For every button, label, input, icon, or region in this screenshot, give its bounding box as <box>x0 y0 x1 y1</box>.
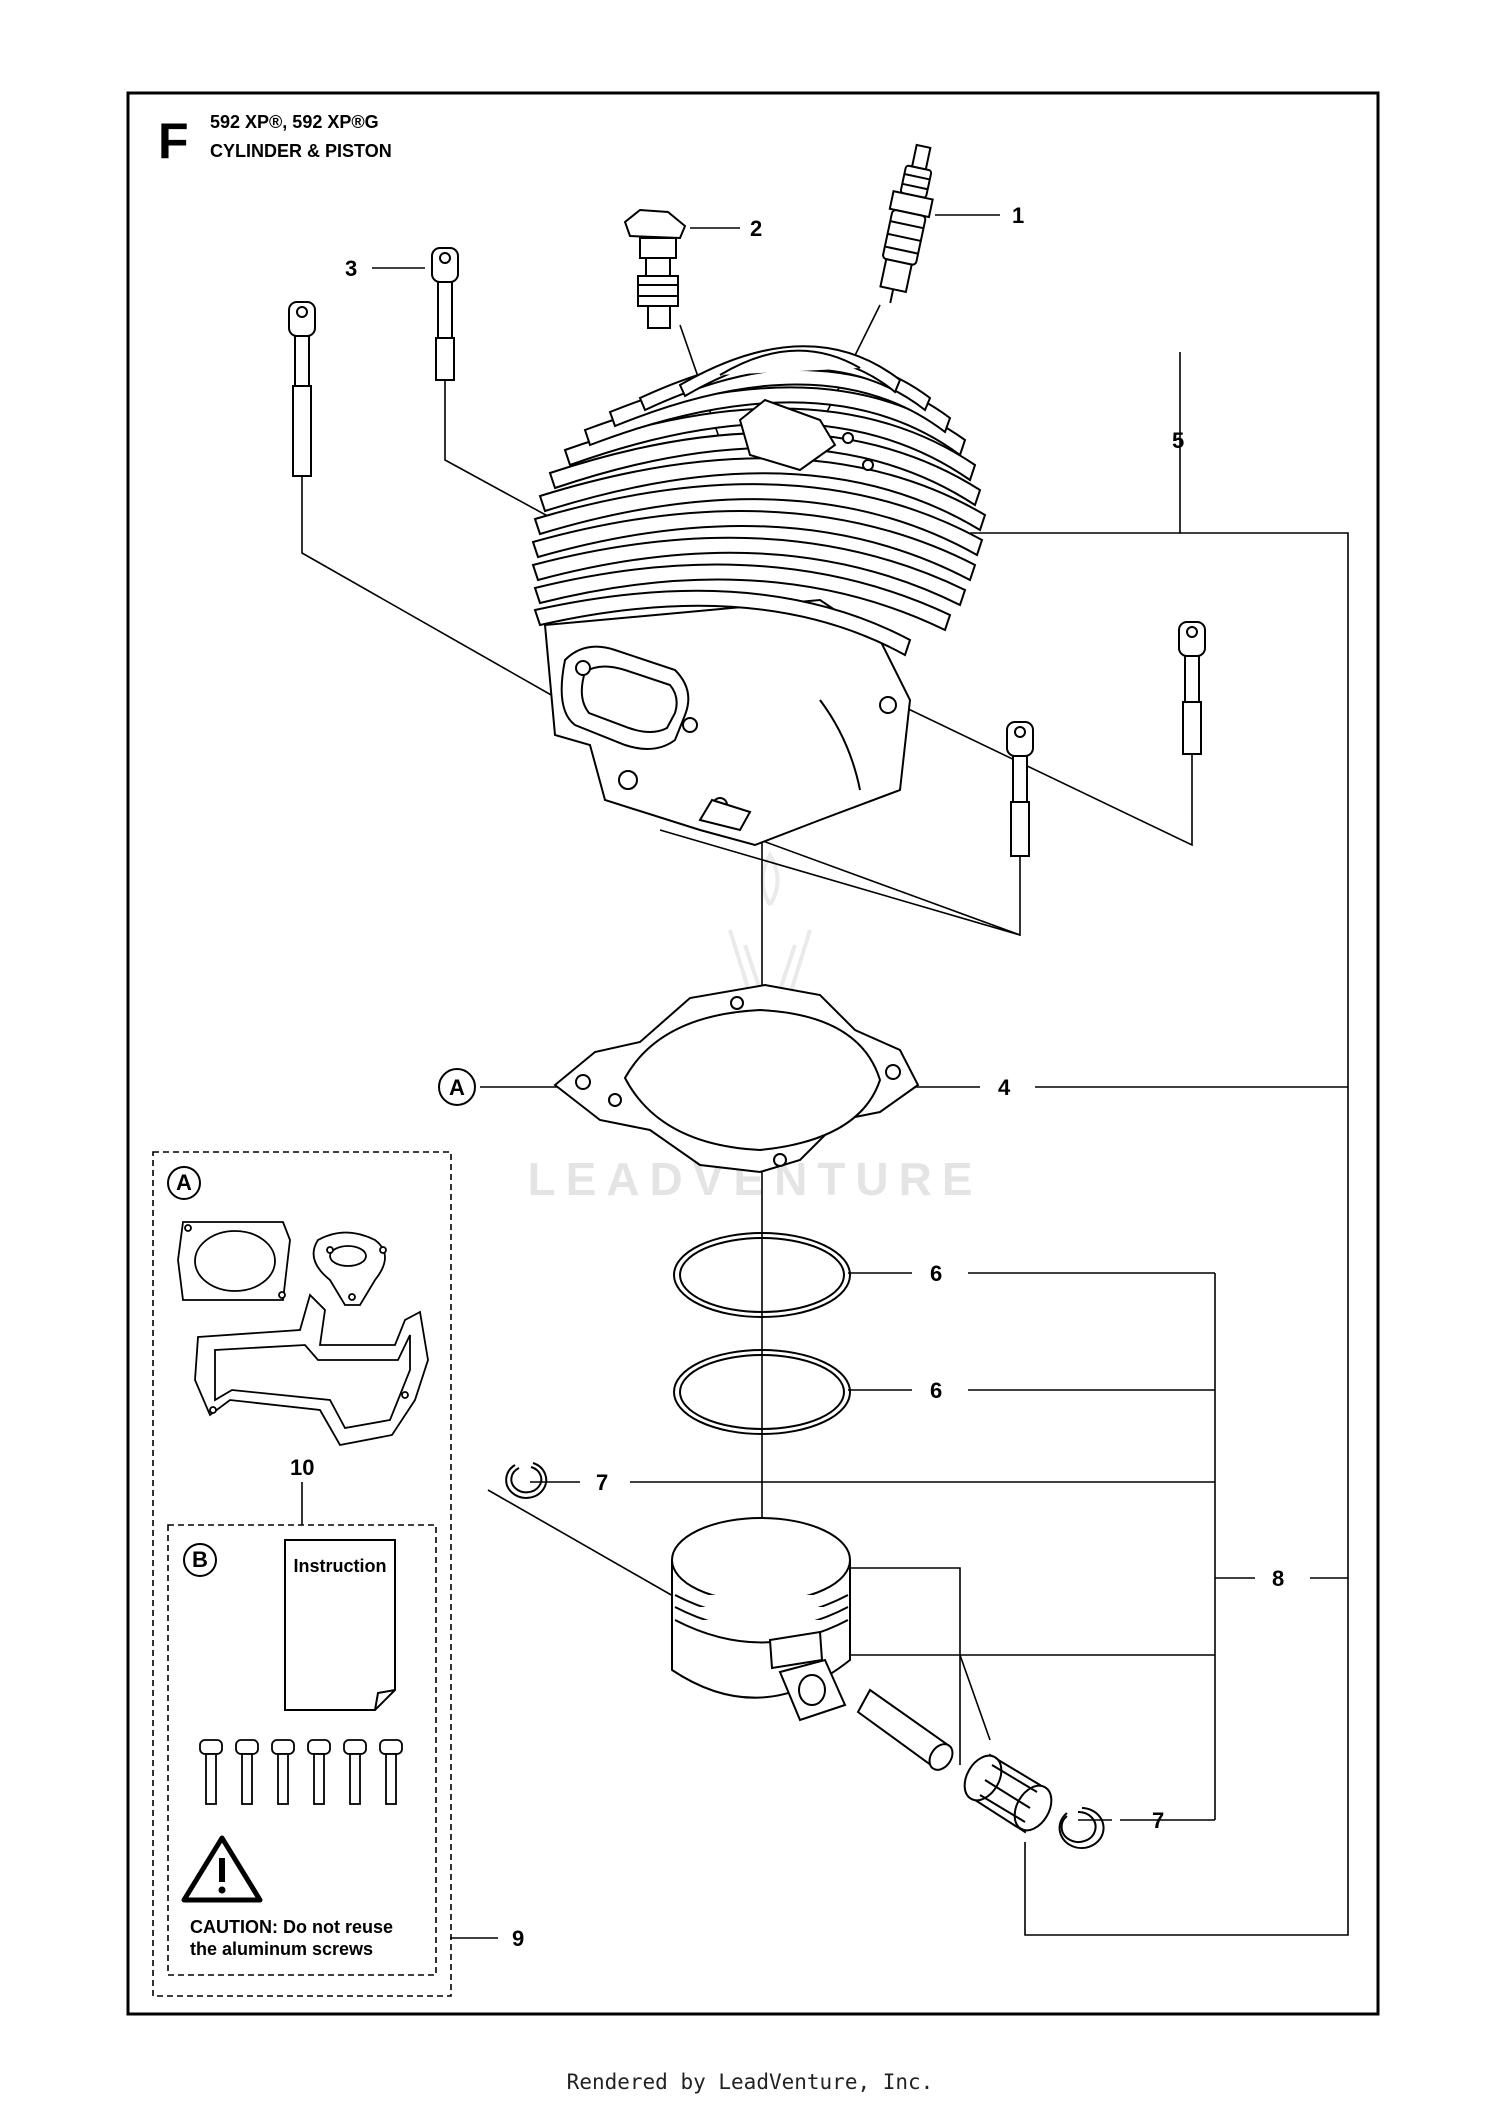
callout-9: 9 <box>512 1926 524 1951</box>
callout-7-left: 7 <box>596 1470 608 1495</box>
needle-bearing <box>963 1753 1053 1834</box>
caution-line-1: CAUTION: Do not reuse <box>190 1917 393 1937</box>
kit-a-gaskets <box>177 1221 429 1447</box>
piston-pin <box>856 1688 954 1771</box>
callout-6-bottom: 6 <box>930 1378 942 1403</box>
callout-7-right: 7 <box>1152 1808 1164 1833</box>
kit-a-marker-letter: A <box>449 1075 465 1100</box>
piston-rings <box>673 1232 851 1435</box>
cylinder-gasket <box>553 983 920 1174</box>
kit-a-letter: A <box>176 1170 192 1195</box>
callout-10: 10 <box>290 1455 314 1480</box>
callout-5: 5 <box>1172 428 1184 453</box>
decompression-valve <box>623 208 687 329</box>
aluminum-screws <box>199 1739 403 1805</box>
callout-8: 8 <box>1272 1566 1284 1591</box>
callout-6-top: 6 <box>930 1261 942 1286</box>
kit-b-group: B Instruction CAUTION: Do not reuse the … <box>181 1539 403 1959</box>
footer-credit: Rendered by LeadVenture, Inc. <box>566 2070 934 2094</box>
cylinder-bolts <box>288 247 1206 857</box>
circlips <box>505 1462 1105 1849</box>
diagram-title: CYLINDER & PISTON <box>210 141 392 161</box>
kit-a-group: A <box>167 1166 429 1447</box>
section-letter: F <box>158 113 189 169</box>
kit-9-box <box>152 1151 452 1997</box>
kit-b-letter: B <box>192 1547 208 1572</box>
kit-a-marker: A <box>438 1068 476 1106</box>
caution-line-2: the aluminum screws <box>190 1939 373 1959</box>
callout-2: 2 <box>750 216 762 241</box>
callout-3: 3 <box>345 256 357 281</box>
callout-1: 1 <box>1012 203 1024 228</box>
warning-icon <box>181 1835 263 1903</box>
piston <box>671 1517 851 1722</box>
instruction-sheet <box>284 1539 396 1711</box>
diagram-frame <box>126 91 1380 2016</box>
callout-4: 4 <box>998 1075 1011 1100</box>
model-line: 592 XP®, 592 XP®G <box>210 112 379 132</box>
instruction-label: Instruction <box>294 1556 387 1576</box>
kit-b-box <box>167 1524 437 1976</box>
callout-labels: 1 2 3 4 5 6 6 7 7 8 9 10 <box>290 203 1284 1951</box>
spark-plug <box>879 143 934 304</box>
cylinder <box>531 345 987 847</box>
